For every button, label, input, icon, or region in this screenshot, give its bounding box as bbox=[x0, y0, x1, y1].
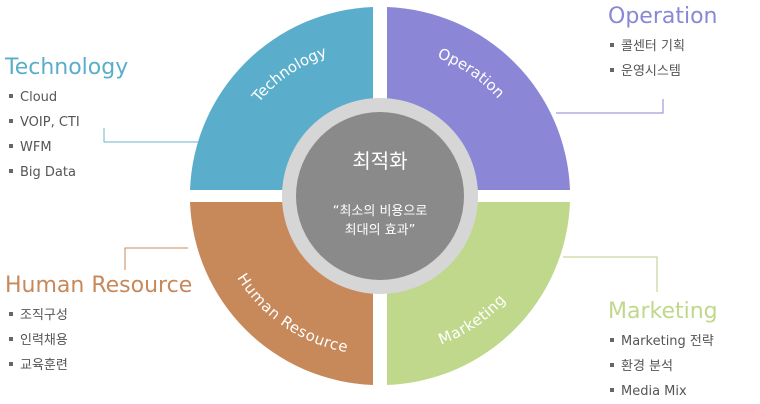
connector-marketing bbox=[563, 256, 658, 292]
center-title: 최적화 bbox=[352, 149, 407, 173]
marketing-list: Marketing 전략 환경 분석 Media Mix bbox=[610, 329, 714, 404]
list-item: 교육훈련 bbox=[9, 353, 68, 378]
bullet-icon bbox=[610, 67, 614, 72]
list-item: 콜센터 기획 bbox=[610, 34, 685, 59]
connector-technology bbox=[103, 128, 200, 143]
operation-list: 콜센터 기획 운영시스템 bbox=[610, 34, 685, 84]
operation-title: Operation bbox=[608, 4, 718, 29]
bullet-icon bbox=[610, 337, 614, 342]
marketing-title: Marketing bbox=[608, 299, 718, 324]
technology-list: Cloud VOIP, CTI WFM Big Data bbox=[9, 85, 80, 185]
human-resource-list: 조직구성 인력채용 교육훈련 bbox=[9, 303, 68, 378]
human-resource-title: Human Resource bbox=[5, 273, 193, 298]
segment-human-resource[interactable] bbox=[190, 202, 373, 385]
technology-title: Technology bbox=[5, 55, 129, 80]
bullet-icon bbox=[9, 311, 13, 316]
list-item: Marketing 전략 bbox=[610, 329, 714, 354]
list-item: 환경 분석 bbox=[610, 354, 714, 379]
bullet-icon bbox=[9, 361, 13, 366]
list-item: 인력채용 bbox=[9, 328, 68, 353]
bullet-icon bbox=[9, 168, 13, 173]
bullet-icon bbox=[9, 336, 13, 341]
segment-operation[interactable] bbox=[387, 7, 570, 190]
list-item: 운영시스템 bbox=[610, 59, 685, 84]
list-item: Media Mix bbox=[610, 379, 714, 404]
bullet-icon bbox=[9, 118, 13, 123]
list-item: WFM bbox=[9, 135, 80, 160]
connector-human-resource bbox=[124, 247, 188, 270]
bullet-icon bbox=[610, 362, 614, 367]
list-item: VOIP, CTI bbox=[9, 110, 80, 135]
bullet-icon bbox=[610, 387, 614, 392]
segment-marketing[interactable] bbox=[387, 202, 570, 385]
bullet-icon bbox=[610, 42, 614, 47]
center-line-2: 최대의 효과” bbox=[345, 223, 416, 238]
segment-technology[interactable] bbox=[190, 7, 373, 190]
list-item: Big Data bbox=[9, 160, 80, 185]
center-core bbox=[296, 112, 464, 280]
center-line-1: “최소의 비용으로 bbox=[333, 204, 428, 219]
list-item: 조직구성 bbox=[9, 303, 68, 328]
list-item: Cloud bbox=[9, 85, 80, 110]
bullet-icon bbox=[9, 93, 13, 98]
connector-operation bbox=[556, 99, 664, 114]
bullet-icon bbox=[9, 143, 13, 148]
